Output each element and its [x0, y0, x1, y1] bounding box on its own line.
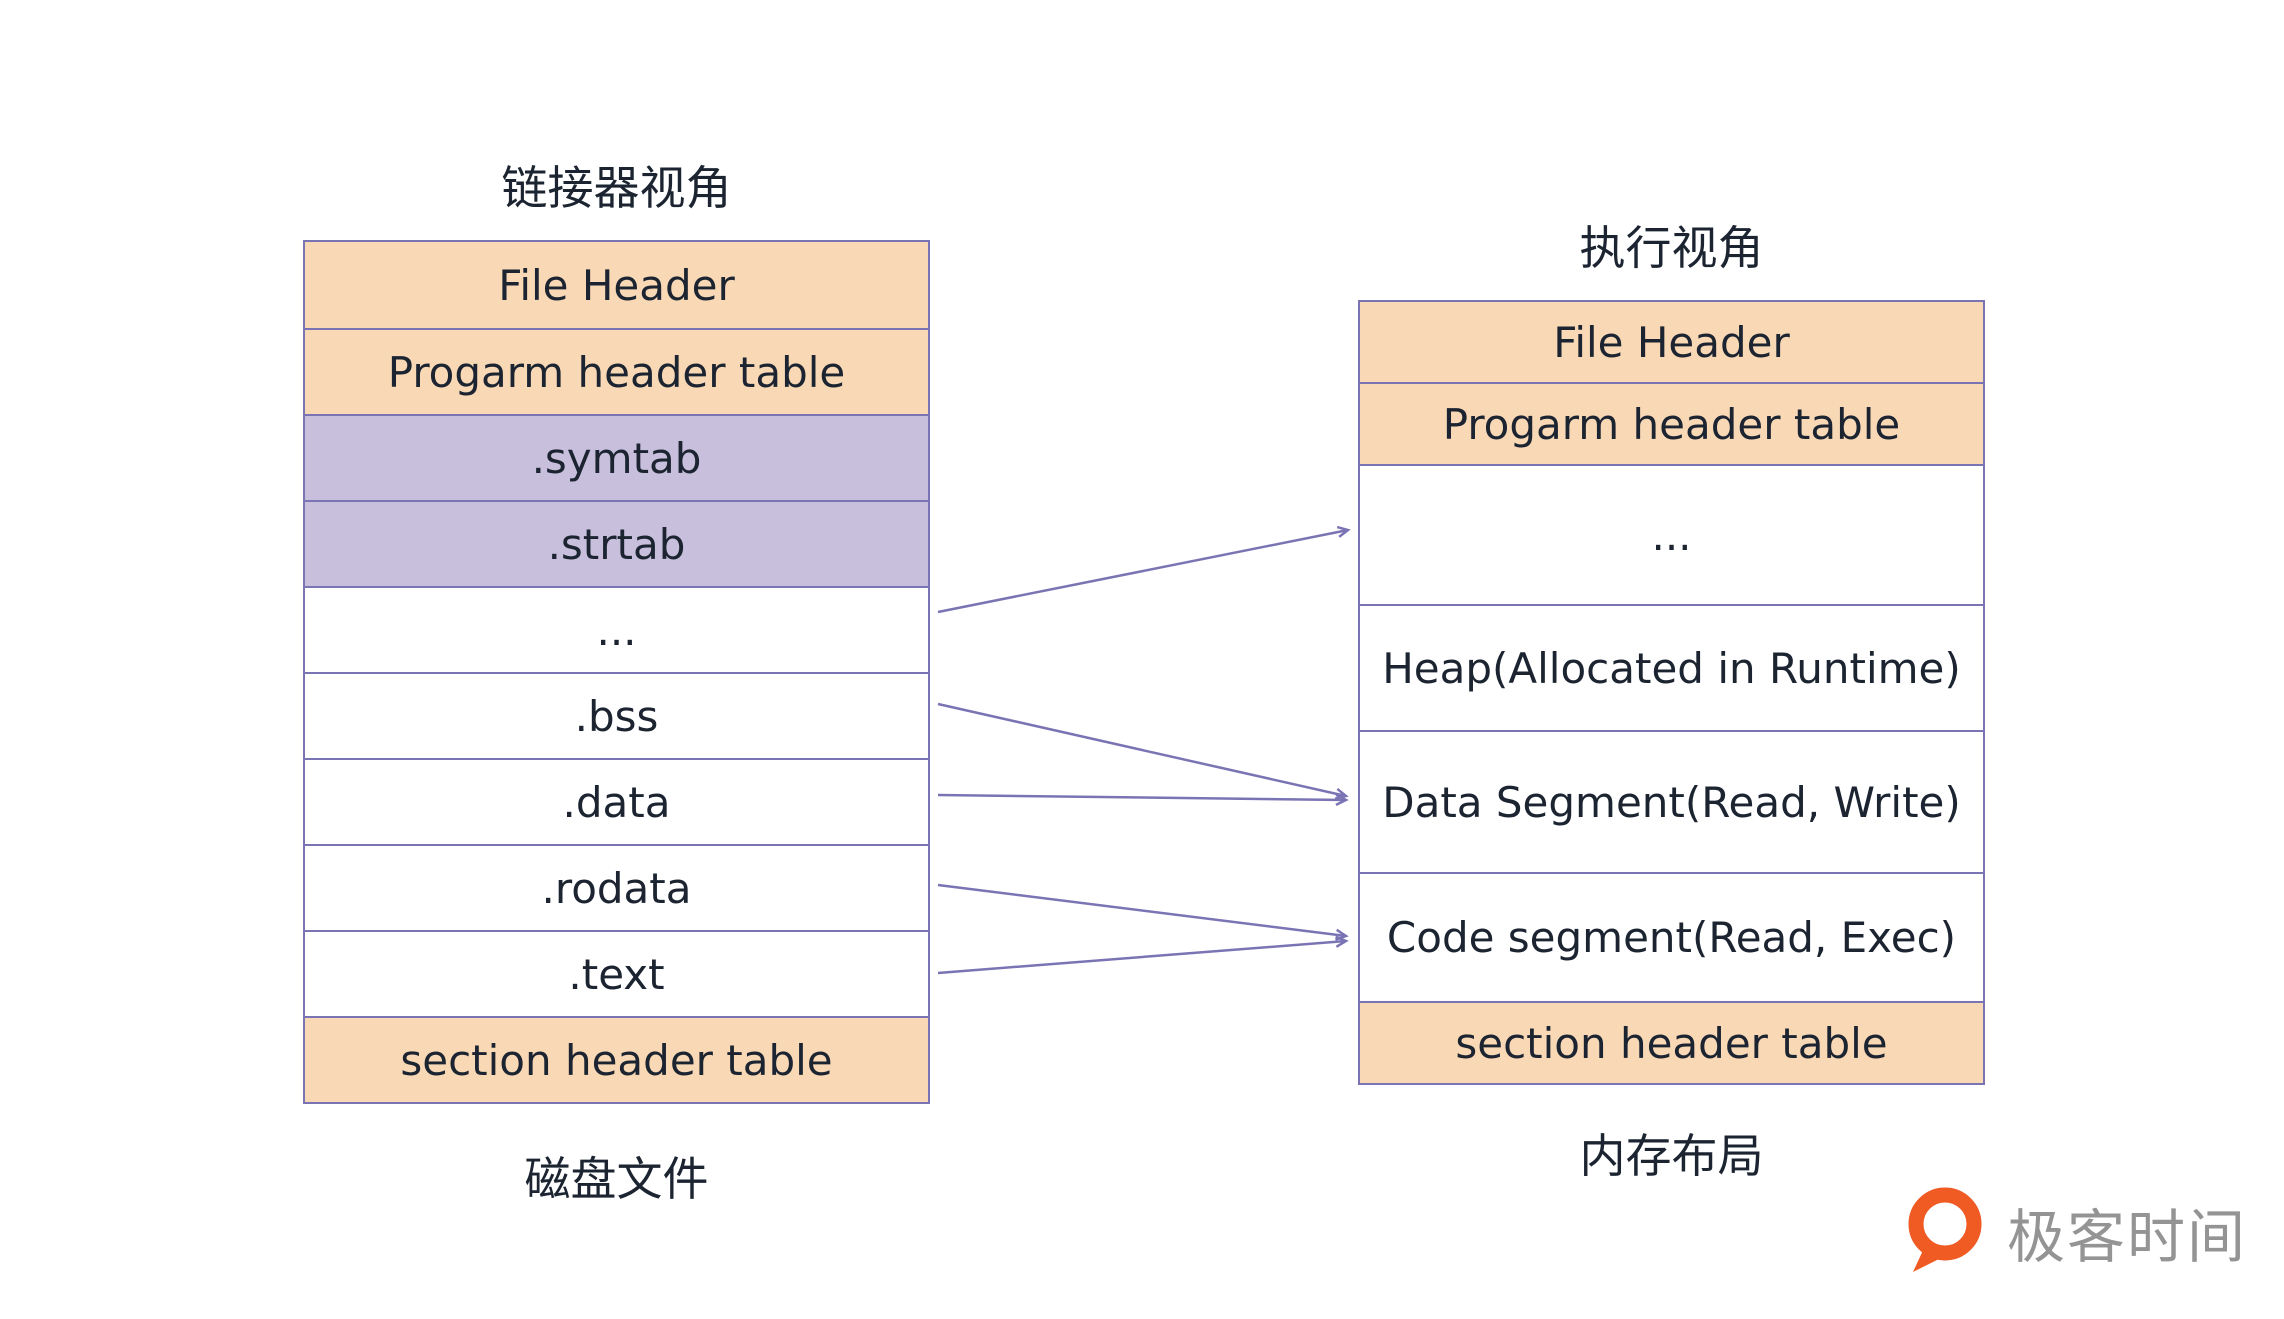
- row-label: ...: [596, 605, 637, 655]
- row-label: .bss: [574, 691, 659, 741]
- row-label: .data: [562, 777, 671, 827]
- table-row-strtab: .strtab: [305, 500, 928, 586]
- arrow-text-to-code-segment: [937, 935, 1349, 975]
- brand-logo-text: 极客时间: [2007, 1203, 2248, 1271]
- table-row-rodata: .rodata: [305, 844, 928, 930]
- right-diagram-caption: 内存布局: [1579, 1129, 1764, 1183]
- table-row-program-header-table: Progarm header table: [1360, 382, 1983, 464]
- table-row-symtab: .symtab: [305, 414, 928, 500]
- row-label: Data Segment(Read, Write): [1382, 777, 1961, 827]
- table-row-data-segment: Data Segment(Read, Write): [1360, 730, 1983, 872]
- left-diagram-title: 链接器视角: [501, 161, 732, 215]
- row-label: section header table: [400, 1035, 833, 1085]
- right-diagram-title: 执行视角: [1579, 221, 1764, 275]
- row-label: Heap(Allocated in Runtime): [1382, 643, 1961, 693]
- arrow-ellipsis-to-ellipsis: [937, 525, 1351, 614]
- table-row-bss: .bss: [305, 672, 928, 758]
- row-label: File Header: [1553, 317, 1790, 367]
- brand-logo: 极客时间: [1901, 1186, 2247, 1278]
- table-row-ellipsis: ...: [1360, 464, 1983, 604]
- row-label: Progarm header table: [1442, 399, 1901, 449]
- linker-view-table: File Header Progarm header table .symtab…: [303, 240, 930, 1104]
- table-row-file-header: File Header: [305, 242, 928, 328]
- execution-view-table: File Header Progarm header table ... Hea…: [1358, 300, 1985, 1085]
- table-row-file-header: File Header: [1360, 302, 1983, 382]
- arrow-data-to-data-segment: [937, 793, 1349, 807]
- table-row-program-header-table: Progarm header table: [305, 328, 928, 414]
- geektime-logo-icon: [1908, 1187, 1982, 1272]
- row-label: .strtab: [547, 519, 686, 569]
- row-label: Code segment(Read, Exec): [1386, 913, 1957, 962]
- table-row-section-header-table: section header table: [305, 1016, 928, 1102]
- table-row-data: .data: [305, 758, 928, 844]
- table-row-section-header-table: section header table: [1360, 1001, 1983, 1083]
- table-row-ellipsis: ...: [305, 586, 928, 672]
- row-label: File Header: [498, 260, 735, 310]
- row-label: .rodata: [541, 863, 692, 913]
- left-diagram-caption: 磁盘文件: [524, 1152, 709, 1206]
- arrow-rodata-to-code-segment: [937, 883, 1349, 941]
- table-row-text: .text: [305, 930, 928, 1016]
- row-label: ...: [1651, 510, 1692, 560]
- arrow-bss-to-data-segment: [937, 702, 1349, 800]
- row-label: .text: [568, 949, 665, 999]
- row-label: Progarm header table: [387, 347, 846, 397]
- row-label: section header table: [1455, 1018, 1888, 1068]
- table-row-heap: Heap(Allocated in Runtime): [1360, 604, 1983, 730]
- row-label: .symtab: [531, 433, 702, 483]
- table-row-code-segment: Code segment(Read, Exec): [1360, 872, 1983, 1001]
